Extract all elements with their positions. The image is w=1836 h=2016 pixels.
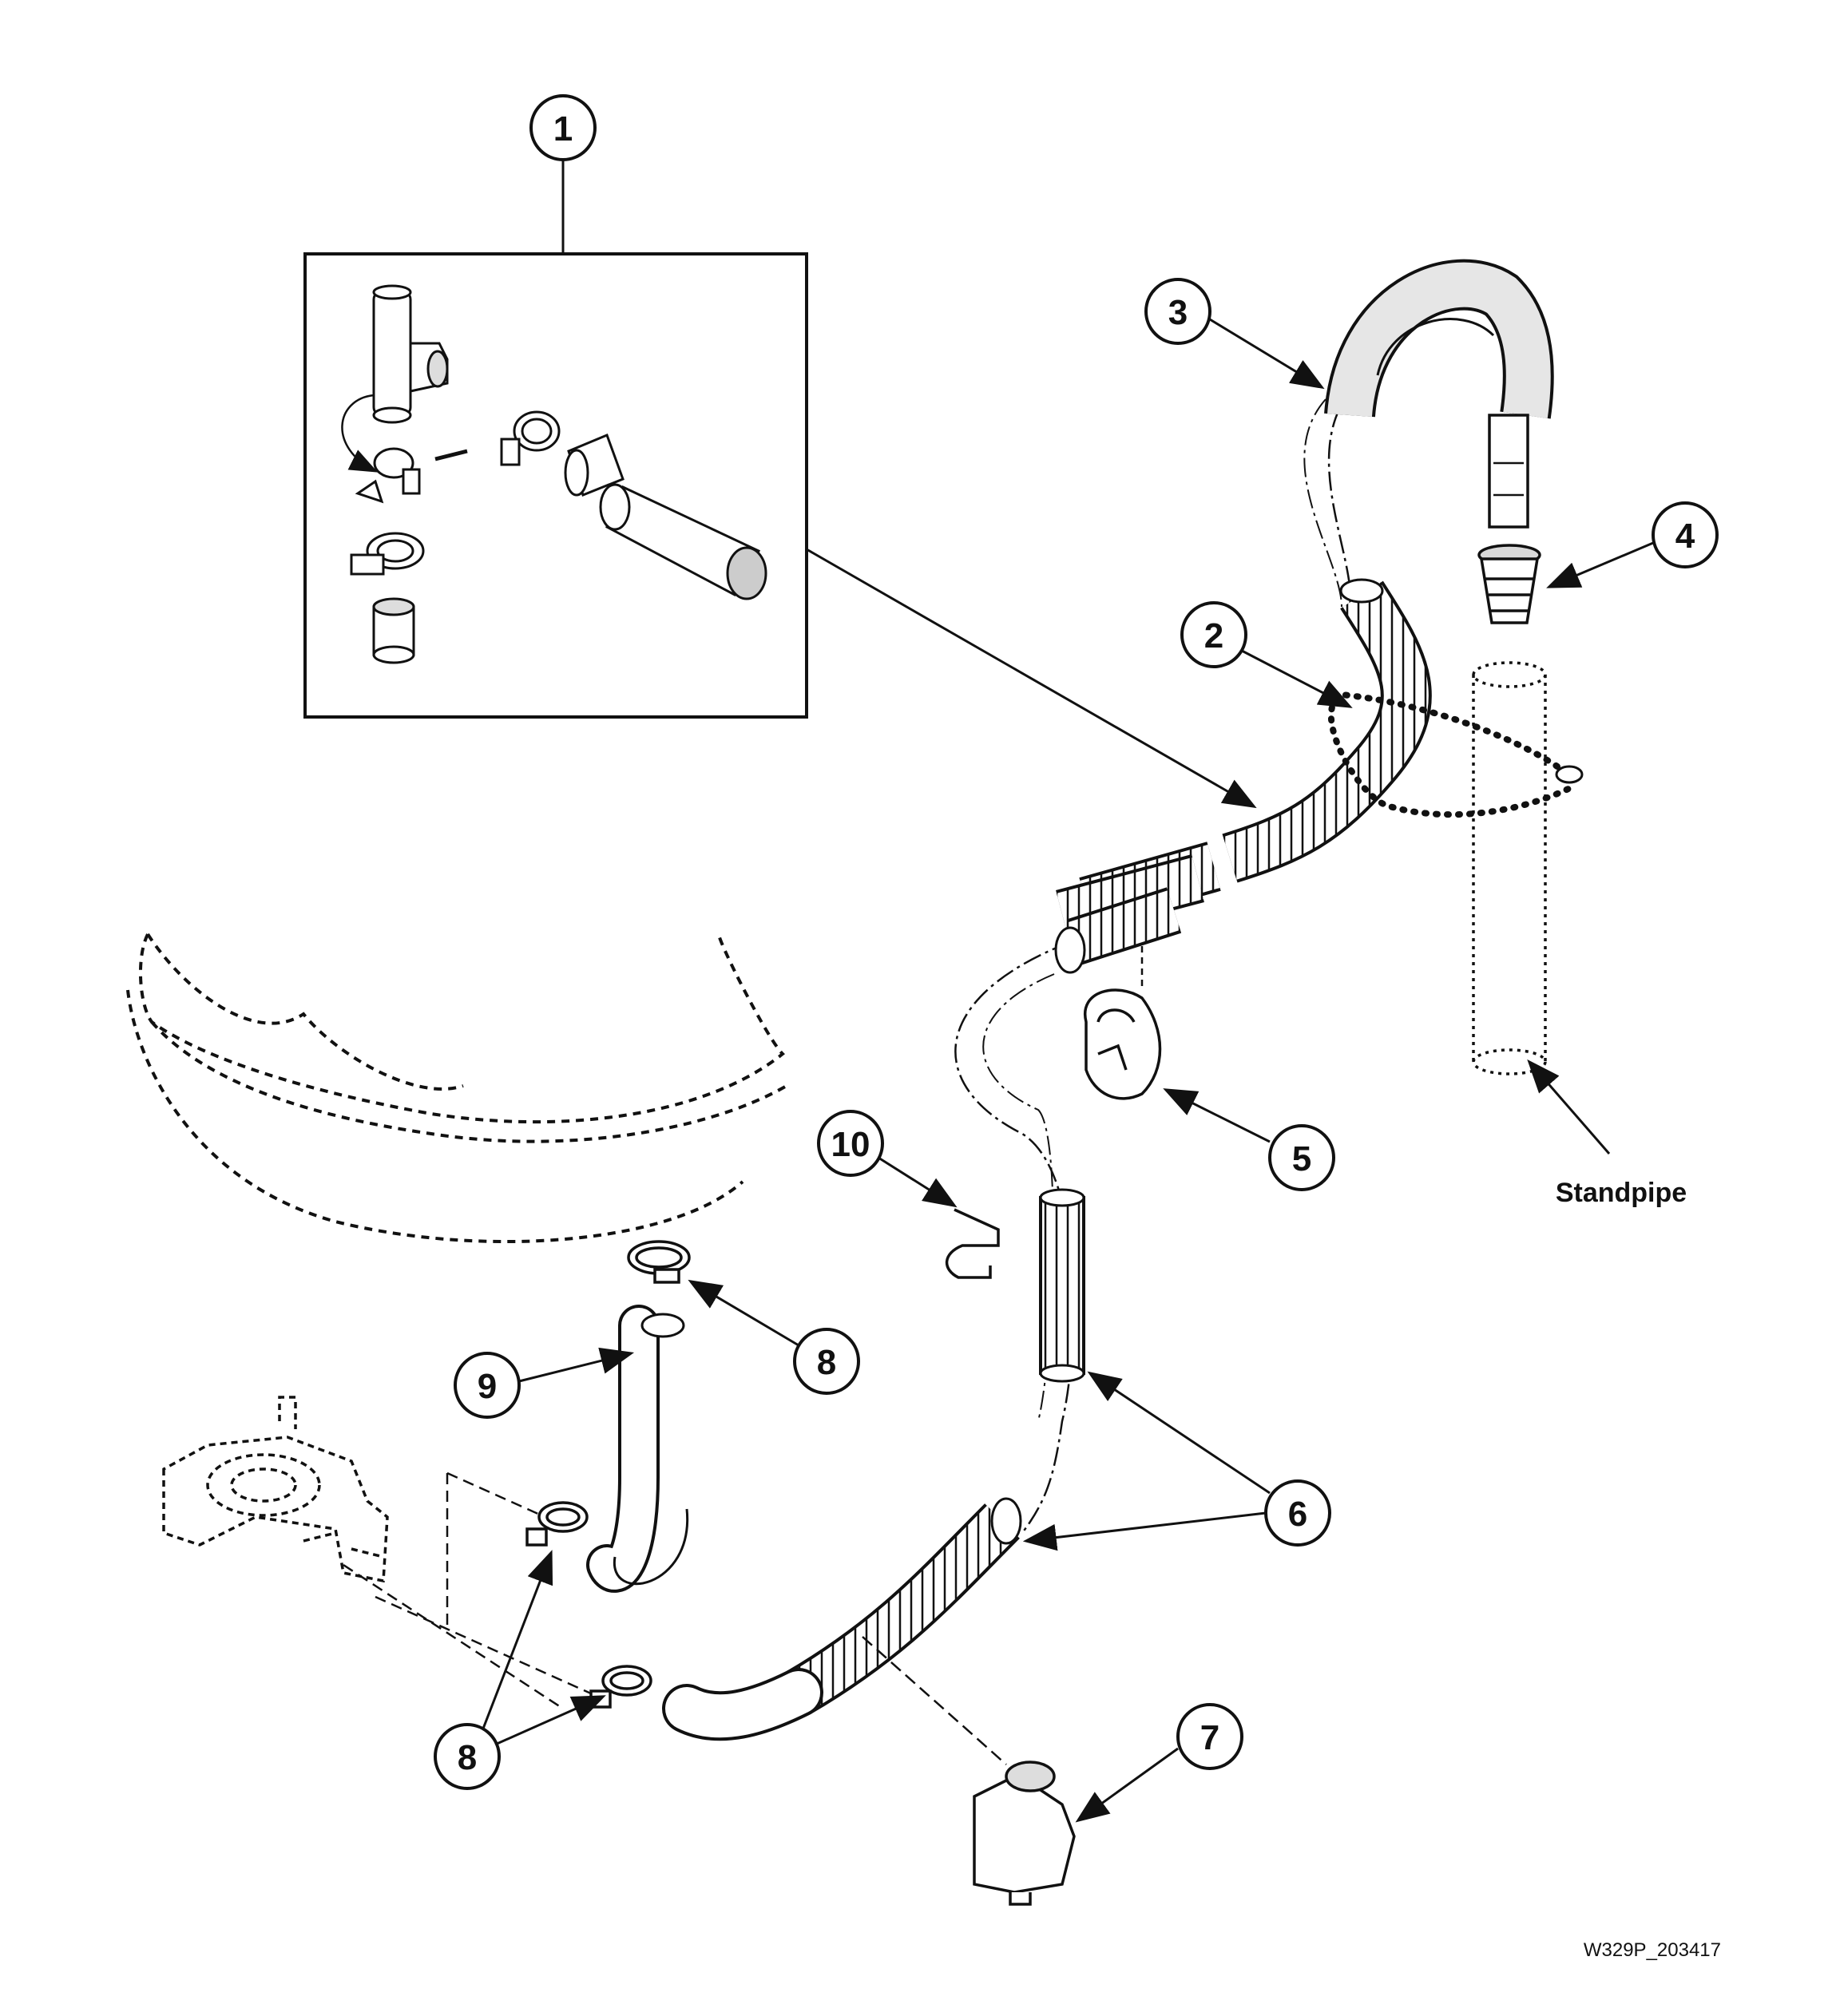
hose-clamp-icon	[627, 1240, 691, 1284]
coupling-icon	[564, 434, 625, 497]
tub-outline-icon	[126, 933, 787, 1244]
wire-clip-icon	[945, 1208, 1000, 1279]
callout-label: 5	[1292, 1139, 1311, 1178]
kit-inset-box	[303, 252, 808, 719]
callout-4: 4	[1652, 501, 1719, 568]
callout-label: 7	[1200, 1718, 1219, 1757]
callout-8-lower: 8	[434, 1723, 501, 1790]
callout-5: 5	[1268, 1124, 1335, 1191]
figure-code: W329P_203417	[1584, 1939, 1721, 1961]
callout-label: 4	[1675, 517, 1695, 556]
callout-10: 10	[817, 1110, 884, 1177]
callout-label: 9	[478, 1367, 497, 1406]
hose-clamp-icon	[589, 1665, 652, 1709]
callout-9: 9	[454, 1352, 521, 1419]
callout-2: 2	[1180, 601, 1247, 668]
hose-segment-icon	[599, 483, 767, 600]
small-clamp-icon	[355, 447, 468, 504]
bead-chain-icon	[1328, 691, 1584, 818]
hose-clip-icon	[1083, 988, 1162, 1100]
tee-fitting-icon	[372, 284, 449, 424]
callout-label: 10	[831, 1125, 870, 1164]
standpipe-label: Standpipe	[1556, 1178, 1687, 1208]
hose-bracket-icon	[973, 1761, 1076, 1906]
callout-label: 1	[553, 109, 573, 149]
pump-outline-icon	[162, 1396, 389, 1583]
drain-hose-icon	[1039, 1188, 1085, 1383]
callout-6: 6	[1264, 1479, 1331, 1547]
standpipe-adapter-icon	[1477, 544, 1541, 624]
callout-8-upper: 8	[793, 1328, 860, 1395]
bushing-icon	[372, 597, 415, 664]
callout-label: 6	[1288, 1495, 1307, 1534]
callout-label: 8	[458, 1738, 477, 1777]
standpipe-icon	[1472, 661, 1547, 1075]
clamp-icon	[500, 410, 561, 466]
hose-route-line	[954, 382, 1358, 1534]
lower-clamp-icon	[350, 532, 425, 576]
hose-hook-icon	[1324, 259, 1554, 529]
drain-hose-icon	[1054, 578, 1432, 974]
callout-7: 7	[1176, 1703, 1243, 1770]
callout-3: 3	[1144, 278, 1211, 345]
callout-1: 1	[529, 94, 597, 161]
hose-clamp-icon	[525, 1501, 589, 1547]
drain-hose-icon	[662, 1497, 1022, 1741]
short-hose-icon	[586, 1305, 689, 1593]
callout-label: 2	[1204, 616, 1223, 655]
callout-label: 3	[1168, 293, 1188, 332]
callout-label: 8	[817, 1343, 836, 1382]
